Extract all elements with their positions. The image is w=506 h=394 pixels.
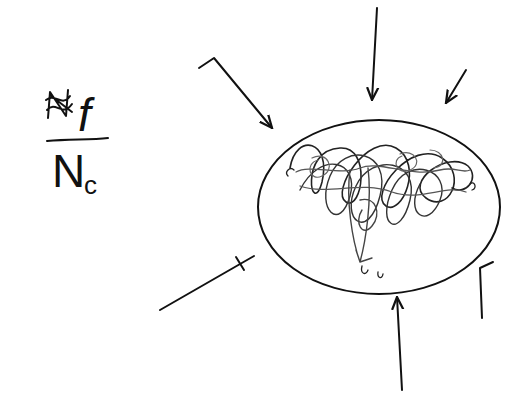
inward-arrow xyxy=(480,262,493,318)
formula-symbol: f xyxy=(78,92,91,138)
formula-symbol: N xyxy=(52,148,85,194)
struck-letter xyxy=(46,90,72,118)
inward-arrow xyxy=(446,70,466,103)
scribble xyxy=(287,145,475,277)
circle-outline xyxy=(258,120,500,294)
inward-arrow xyxy=(397,297,402,390)
fraction-bar xyxy=(47,138,108,141)
inward-arrow xyxy=(372,8,377,100)
formula-symbol: c xyxy=(84,172,97,198)
inward-arrow xyxy=(199,58,272,128)
inward-arrow xyxy=(160,256,254,310)
